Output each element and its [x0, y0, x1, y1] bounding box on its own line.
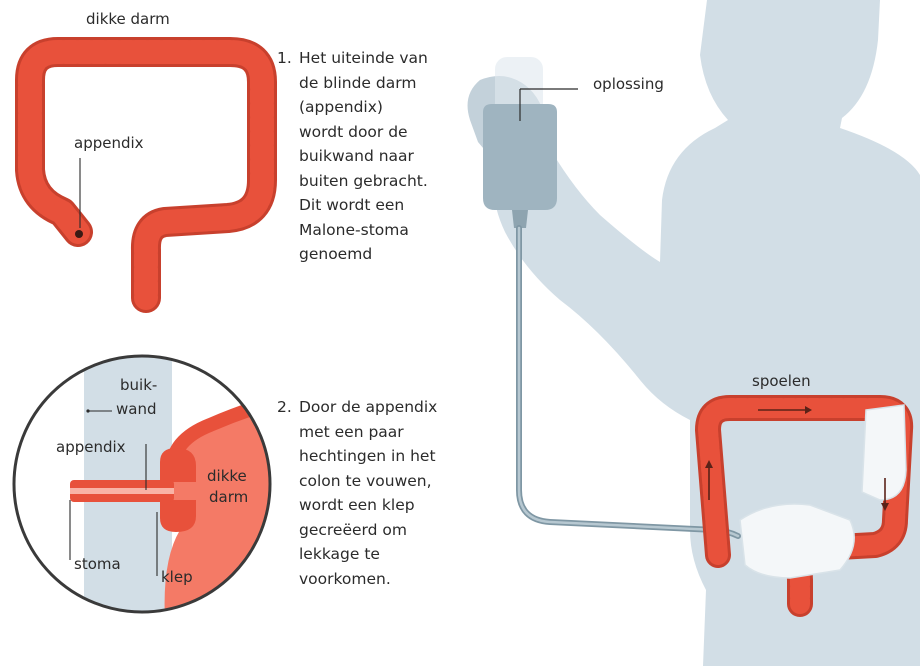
step-1: 1. Het uiteinde van de blinde darm (appe…	[277, 46, 428, 267]
step-2-line: colon te vouwen,	[299, 471, 432, 490]
label-stoma: stoma	[74, 555, 121, 573]
step-2-line: voorkomen.	[299, 569, 391, 588]
step-1-line: buikwand naar	[299, 147, 414, 165]
colon-top-left	[15, 37, 277, 313]
step-2-line: gecreëerd om	[299, 520, 407, 539]
step-1-line: de blinde darm	[299, 73, 417, 92]
irrigation-bag	[483, 57, 557, 228]
step-2-line: hechtingen in het	[299, 447, 436, 465]
detail-circle	[12, 354, 272, 614]
body-silhouette	[493, 0, 920, 666]
step-1-line: Het uiteinde van	[299, 49, 428, 67]
step-1-line: genoemd	[299, 245, 373, 263]
step-2-number: 2.	[277, 398, 292, 416]
step-2-line: lekkage te	[299, 545, 380, 563]
oplossing-leader	[519, 88, 578, 121]
label-darm: darm	[209, 488, 249, 506]
step-2-line: Door de appendix	[299, 398, 438, 416]
label-dikke: dikke	[207, 467, 247, 485]
step-2-line: wordt een klep	[299, 496, 415, 514]
label-klep: klep	[161, 568, 193, 586]
step-1-line: buiten gebracht.	[299, 171, 428, 190]
step-2-line: met een paar	[299, 422, 404, 441]
step-1-line: Dit wordt een	[299, 196, 405, 214]
label-spoelen: spoelen	[752, 372, 811, 390]
label-appendix-circle: appendix	[56, 438, 126, 456]
colon-right	[695, 395, 914, 617]
step-1-line: wordt door de	[299, 122, 408, 141]
label-wand: wand	[116, 400, 157, 418]
step-1-line: Malone-stoma	[299, 220, 409, 239]
label-oplossing: oplossing	[593, 75, 664, 93]
label-buik: buik-	[120, 376, 158, 394]
step-1-number: 1.	[277, 49, 292, 67]
step-1-line: (appendix)	[299, 98, 383, 116]
label-appendix-top: appendix	[74, 134, 144, 152]
step-2: 2. Door de appendix met een paar hechtin…	[277, 395, 438, 591]
label-dikke-darm-top: dikke darm	[86, 10, 170, 28]
